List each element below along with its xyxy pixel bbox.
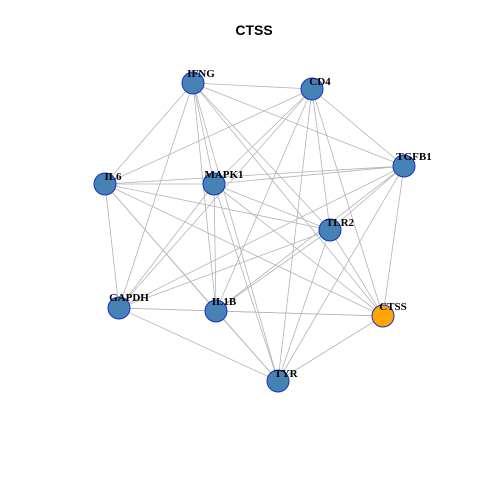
edge-cd4-ctss	[311, 88, 384, 317]
node-ifng: IFNG	[181, 68, 215, 95]
node-label-cd4: CD4	[309, 76, 331, 88]
edge-ifng-gapdh	[118, 82, 194, 309]
node-label-tyr: TYR	[274, 368, 298, 380]
edge-tgfb1-il6	[104, 165, 405, 185]
edge-cd4-mapk1	[213, 88, 313, 185]
diagram-title: CTSS	[235, 22, 272, 38]
node-cd4: CD4	[300, 76, 331, 101]
node-label-il6: IL6	[104, 171, 122, 183]
node-circle-tyr	[266, 369, 290, 393]
node-circle-mapk1	[202, 172, 226, 196]
edge-cd4-tgfb1	[311, 88, 405, 167]
edge-cd4-gapdh	[118, 88, 313, 309]
edge-ifng-tgfb1	[192, 82, 405, 167]
edge-cd4-il1b	[215, 88, 313, 312]
edge-cd4-tlr2	[311, 88, 331, 231]
node-tlr2: TLR2	[318, 217, 355, 242]
edge-ifng-cd4	[192, 82, 313, 90]
edge-mapk1-tlr2	[213, 183, 331, 231]
node-gapdh: GAPDH	[107, 292, 149, 320]
edge-mapk1-gapdh	[118, 183, 215, 309]
edge-tgfb1-tlr2	[329, 165, 405, 231]
edge-ifng-tlr2	[192, 82, 331, 231]
edge-ifng-mapk1	[192, 82, 215, 185]
node-circle-tlr2	[318, 218, 342, 242]
edge-il6-tlr2	[104, 183, 331, 231]
edge-tgfb1-mapk1	[213, 165, 405, 185]
node-il6: IL6	[93, 171, 122, 196]
edge-il6-ctss	[104, 183, 384, 317]
node-circle-il1b	[204, 299, 228, 323]
edge-cd4-il6	[104, 88, 313, 185]
edge-il1b-ctss	[215, 310, 384, 317]
edge-mapk1-il1b	[213, 183, 217, 312]
node-label-il1b: IL1B	[212, 296, 237, 308]
node-circle-cd4	[300, 77, 324, 101]
node-label-ifng: IFNG	[187, 68, 215, 80]
node-mapk1: MAPK1	[202, 169, 244, 196]
edge-mapk1-tyr	[213, 183, 279, 382]
edge-tlr2-il1b	[215, 229, 331, 312]
edge-cd4-tyr	[277, 88, 313, 382]
node-circle-ifng	[181, 71, 205, 95]
node-label-tgfb1: TGFB1	[396, 151, 431, 163]
edge-ifng-tyr	[192, 82, 279, 382]
edge-ctss-tyr	[277, 315, 384, 382]
node-ctss: CTSS	[371, 301, 407, 328]
edge-tlr2-gapdh	[118, 229, 331, 309]
edge-tlr2-tyr	[277, 229, 331, 382]
edges-layer	[104, 82, 405, 382]
node-tyr: TYR	[266, 368, 299, 393]
edge-ifng-il6	[104, 82, 194, 185]
edge-tgfb1-tyr	[277, 165, 405, 382]
node-label-mapk1: MAPK1	[204, 169, 243, 181]
edge-tlr2-ctss	[329, 229, 384, 317]
node-circle-gapdh	[107, 296, 131, 320]
edge-gapdh-tyr	[118, 307, 279, 382]
node-label-gapdh: GAPDH	[109, 292, 149, 304]
node-circle-il6	[93, 172, 117, 196]
node-circle-tgfb1	[392, 154, 416, 178]
node-label-tlr2: TLR2	[326, 217, 355, 229]
edge-il6-gapdh	[104, 183, 120, 309]
edge-ifng-ctss	[192, 82, 384, 317]
node-label-ctss: CTSS	[379, 301, 407, 313]
node-circle-ctss	[371, 304, 395, 328]
node-tgfb1: TGFB1	[392, 151, 432, 178]
edge-tgfb1-ctss	[382, 165, 405, 317]
edge-mapk1-ctss	[213, 183, 384, 317]
node-il1b: IL1B	[204, 296, 237, 323]
edge-il1b-tyr	[215, 310, 279, 382]
edge-tgfb1-gapdh	[118, 165, 405, 309]
